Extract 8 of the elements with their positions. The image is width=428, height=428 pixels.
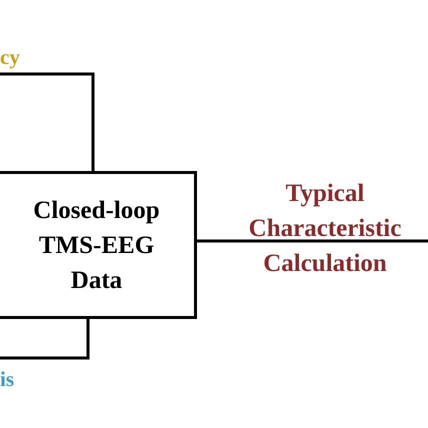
box-label: Closed-loop TMS-EEG Data xyxy=(32,196,161,296)
process-box xyxy=(0,171,197,319)
connector-line xyxy=(0,72,94,171)
cut-off-label: cy xyxy=(0,45,30,71)
connector-line xyxy=(197,240,428,242)
edge-label: Typical Characteristic Calculation xyxy=(248,179,402,279)
cut-off-label: is xyxy=(0,367,24,393)
connector-line xyxy=(0,319,90,360)
